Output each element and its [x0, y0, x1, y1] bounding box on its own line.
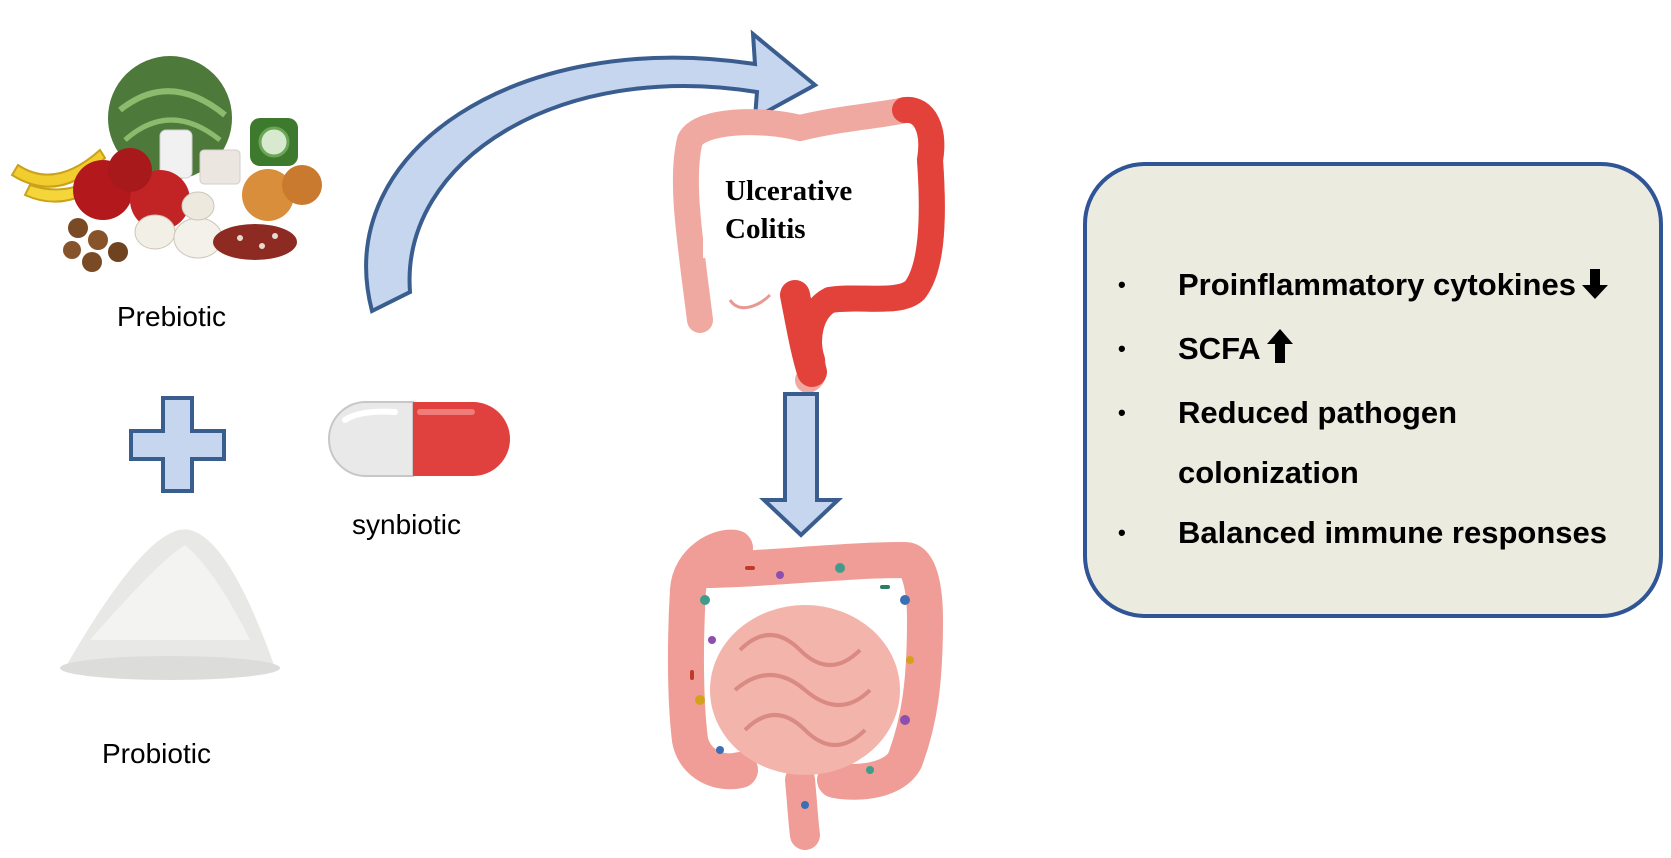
effect-item-immune: • Balanced immune responses: [1083, 503, 1663, 563]
effect-item-scfa: • SCFA: [1083, 319, 1663, 383]
inflamed-colon-image: [672, 97, 945, 393]
ulcerative-colitis-line1: Ulcerative: [725, 175, 853, 207]
plus-icon: [129, 396, 226, 493]
effects-list: • Proinflammatory cytokines • SCFA • Red…: [1083, 255, 1663, 563]
bullet: •: [1118, 400, 1126, 425]
bullet: •: [1118, 272, 1126, 297]
effect-item-colonization: colonization: [1083, 443, 1663, 503]
capsule-icon: [328, 401, 510, 477]
ulcerative-colitis-label: Ulcerative Colitis: [703, 164, 909, 258]
prebiotic-label: Prebiotic: [117, 301, 226, 332]
effect-text: SCFA: [1178, 331, 1261, 366]
effect-text: colonization: [1178, 455, 1359, 490]
effect-text: Balanced immune responses: [1178, 515, 1607, 550]
curved-arrow: [364, 29, 819, 314]
healthy-colon-image: [667, 529, 944, 850]
prebiotic-foods-image: [10, 56, 322, 272]
probiotic-label: Probiotic: [102, 738, 211, 769]
effect-text: Reduced pathogen: [1178, 395, 1458, 430]
probiotic-powder-image: [60, 529, 280, 680]
down-arrow-icon: [1581, 259, 1608, 319]
up-arrow-icon: [1266, 323, 1293, 383]
bullet: •: [1118, 520, 1126, 545]
effect-text: Proinflammatory cytokines: [1178, 267, 1576, 302]
down-arrow: [758, 392, 844, 538]
synbiotic-label: synbiotic: [352, 509, 461, 540]
effect-item-cytokines: • Proinflammatory cytokines: [1083, 255, 1663, 319]
ulcerative-colitis-line2: Colitis: [725, 213, 806, 245]
effects-panel: [1083, 162, 1663, 618]
bullet: •: [1118, 336, 1126, 361]
effect-item-pathogen: • Reduced pathogen: [1083, 383, 1663, 443]
